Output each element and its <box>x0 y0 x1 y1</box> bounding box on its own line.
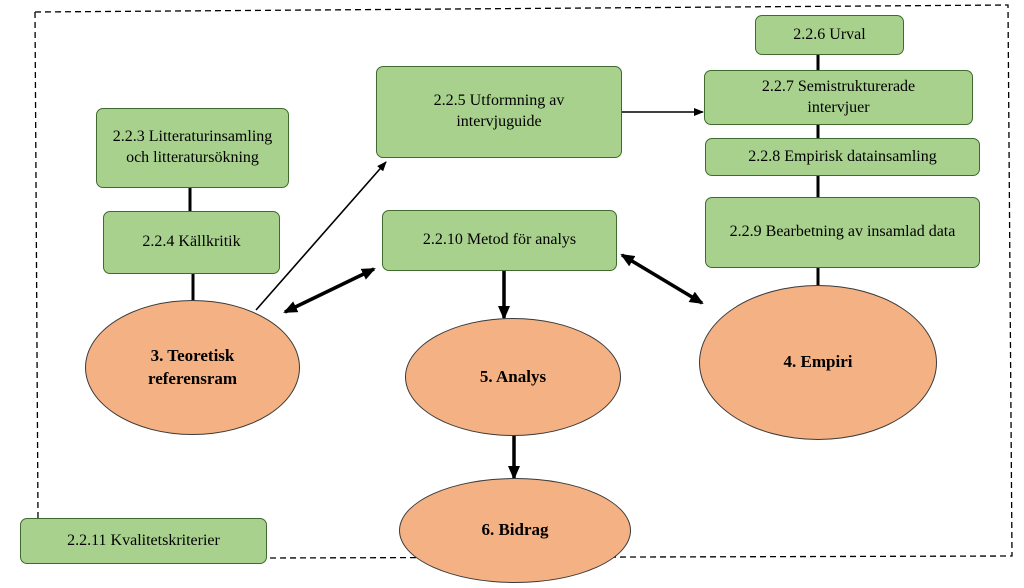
dashed-boundary <box>34 4 1013 559</box>
box-2-2-4: 2.2.4 Källkritik <box>103 211 280 274</box>
oval-teoretisk-referensram-label: 3. Teoretisk referensram <box>147 345 238 388</box>
box-2-2-3-label: 2.2.3 Litteraturinsamling och litteratur… <box>112 128 273 166</box>
arrow-theory-to-225 <box>255 161 387 311</box>
box-2-2-7-label: 2.2.7 Semistrukturerade intervjuer <box>761 77 916 116</box>
oval-teoretisk-referensram: 3. Teoretisk referensram <box>85 300 300 435</box>
box-2-2-9: 2.2.9 Bearbetning av insamlad data <box>705 197 980 268</box>
box-2-2-8: 2.2.8 Empirisk datainsamling <box>705 138 980 176</box>
box-2-2-3: 2.2.3 Litteraturinsamling och litteratur… <box>96 108 289 188</box>
arrow-2210-theory <box>283 267 376 314</box>
arrow-2210-empiri <box>620 253 704 305</box>
oval-empiri: 4. Empiri <box>699 285 937 440</box>
box-2-2-7: 2.2.7 Semistrukturerade intervjuer <box>704 70 973 125</box>
box-2-2-6: 2.2.6 Urval <box>755 15 904 55</box>
box-2-2-10: 2.2.10 Metod för analys <box>382 210 617 271</box>
box-2-2-4-label: 2.2.4 Källkritik <box>142 233 241 251</box>
oval-empiri-label: 4. Empiri <box>783 352 853 372</box>
box-2-2-11-label: 2.2.11 Kvalitetskriterier <box>67 531 220 549</box>
box-2-2-11: 2.2.11 Kvalitetskriterier <box>20 518 267 564</box>
oval-bidrag-label: 6. Bidrag <box>481 520 549 540</box>
box-2-2-10-label: 2.2.10 Metod för analys <box>422 231 577 249</box>
oval-analys-label: 5. Analys <box>479 366 547 386</box>
oval-analys: 5. Analys <box>405 318 621 436</box>
box-2-2-5-label: 2.2.5 Utformning av intervjuguide <box>433 92 565 130</box>
box-2-2-9-label: 2.2.9 Bearbetning av insamlad data <box>729 223 956 241</box>
box-2-2-8-label: 2.2.8 Empirisk datainsamling <box>748 147 937 165</box>
box-2-2-6-label: 2.2.6 Urval <box>793 25 866 43</box>
oval-bidrag: 6. Bidrag <box>399 478 631 583</box>
box-2-2-5: 2.2.5 Utformning av intervjuguide <box>376 66 622 158</box>
